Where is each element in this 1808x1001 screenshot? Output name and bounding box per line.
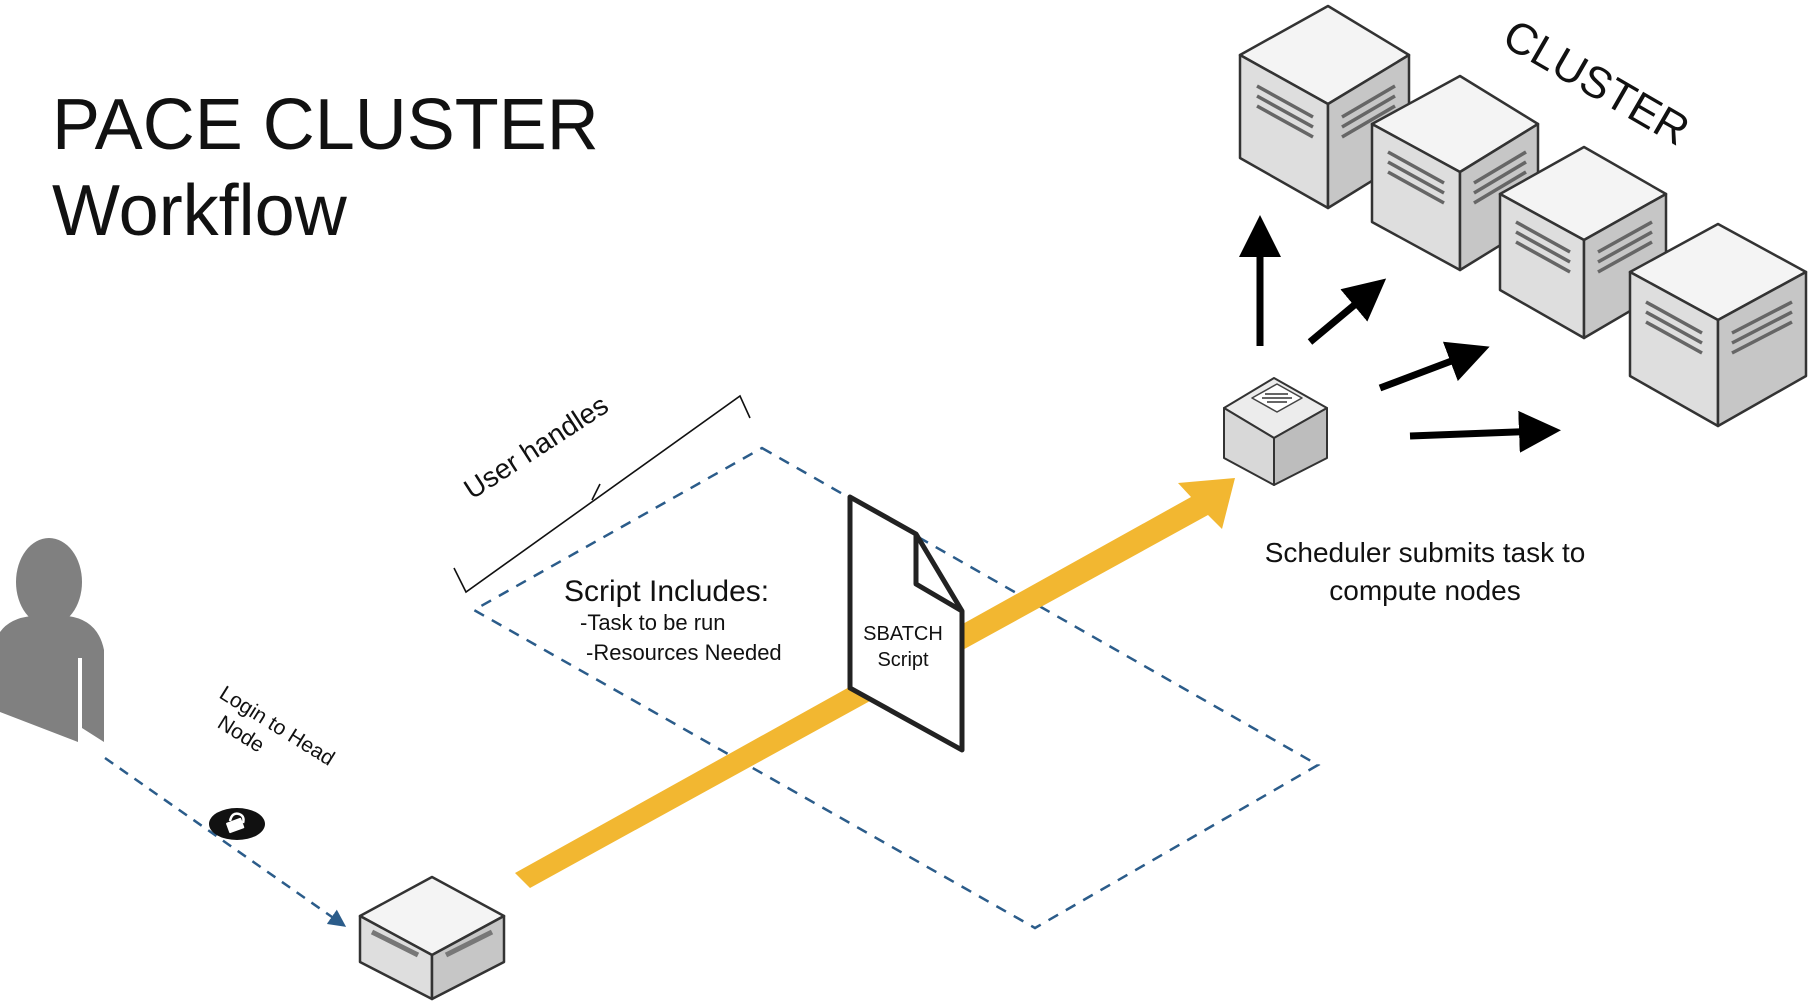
dispatch-arrows [1239, 215, 1561, 453]
dispatch-arrow-3 [1378, 341, 1490, 392]
user-workspace-area [471, 446, 1321, 930]
lock-icon [209, 808, 265, 840]
login-label: Login to Head Node [202, 682, 344, 796]
login-connection-line [104, 756, 347, 927]
sbatch-label-line1: SBATCH [863, 623, 943, 645]
diagram-title: PACE CLUSTER Workflow [52, 82, 599, 254]
user-handles-label: User handles [458, 389, 613, 505]
sbatch-script-document: SBATCH Script [847, 494, 965, 753]
title-line-1: PACE CLUSTER [52, 85, 599, 165]
user-handles-bracket [453, 394, 751, 594]
dispatch-arrow-4 [1409, 410, 1561, 453]
scheduler-label-line2: compute nodes [1329, 575, 1520, 606]
resources-needed-text: -Resources Needed [586, 640, 782, 665]
task-to-be-run-text: -Task to be run [580, 610, 726, 635]
script-includes-heading: Script Includes: [564, 575, 769, 608]
title-line-2: Workflow [52, 171, 347, 251]
scheduler-label-line1: Scheduler submits task to [1265, 537, 1586, 568]
sbatch-label-line2: Script [877, 649, 929, 671]
dispatch-arrow-2 [1307, 278, 1387, 345]
scheduler-node [1223, 377, 1328, 486]
compute-node-4 [1628, 222, 1808, 428]
head-node-server [358, 875, 506, 1001]
person-icon [0, 538, 104, 742]
